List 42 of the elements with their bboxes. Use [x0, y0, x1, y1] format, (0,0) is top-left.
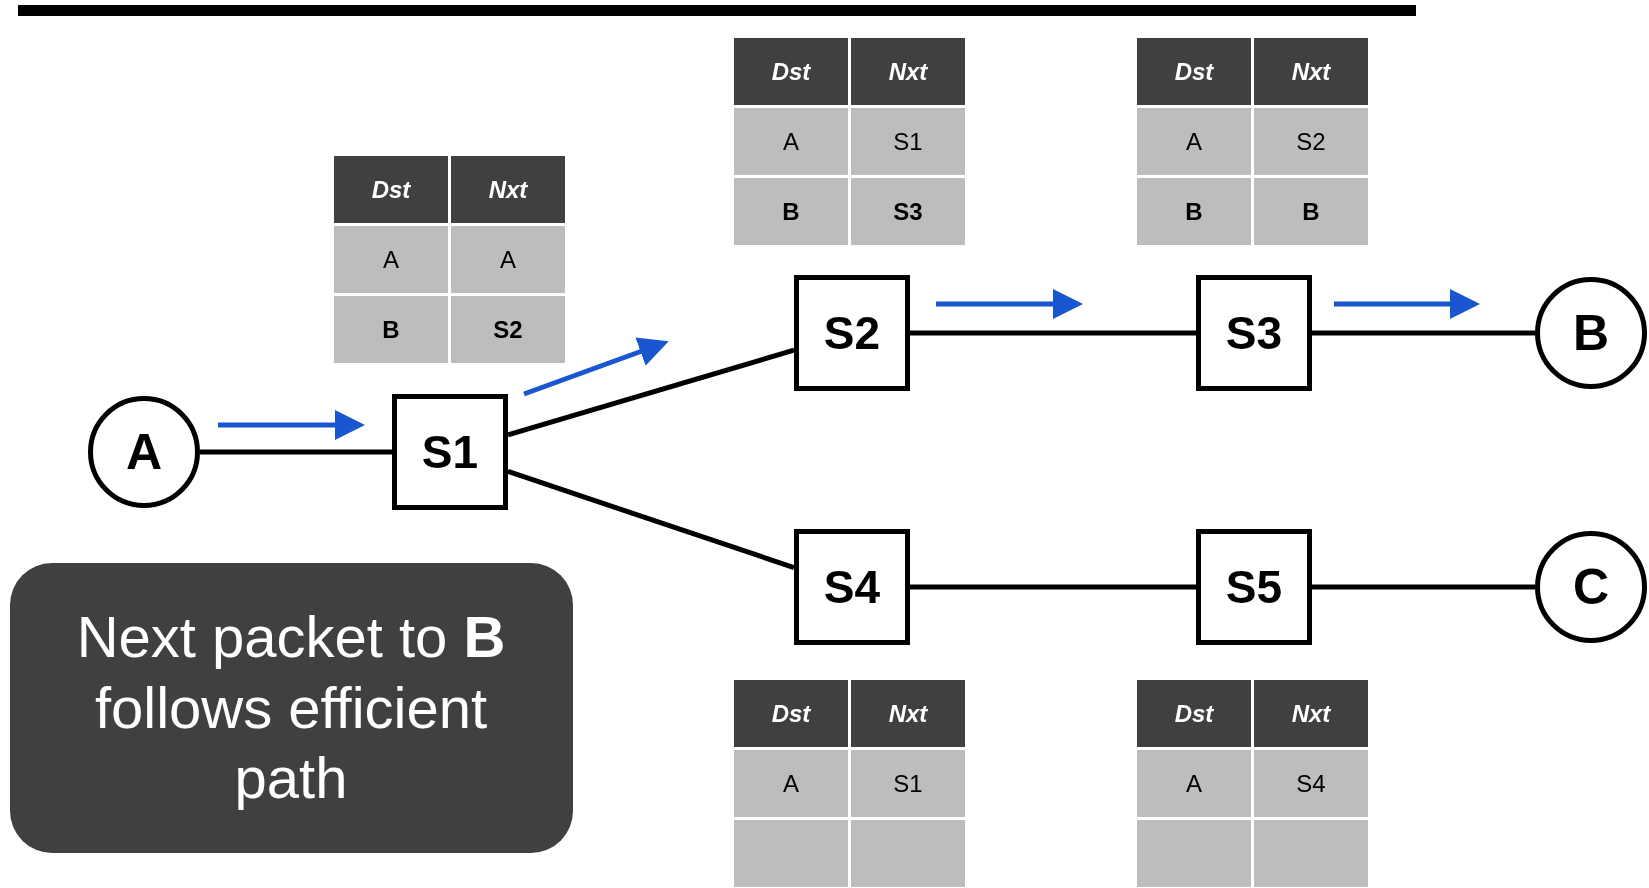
table-header-cell: Dst [1137, 38, 1251, 105]
host-circle: C [1535, 531, 1647, 643]
table-header-cell: Nxt [1254, 680, 1368, 747]
connector-line [507, 347, 795, 438]
switch-box: S5 [1196, 529, 1312, 645]
table-cell: S4 [1254, 750, 1368, 817]
table-cell: S1 [851, 108, 965, 175]
table-cell: B [1137, 178, 1251, 245]
table-cell: S2 [1254, 108, 1368, 175]
connector-line [1312, 330, 1535, 336]
table-cell: B [334, 296, 448, 363]
switch-box: S3 [1196, 275, 1312, 391]
host-circle: B [1535, 277, 1647, 389]
table-cell: S2 [451, 296, 565, 363]
switch-box: S4 [794, 529, 910, 645]
table-cell: A [1137, 108, 1251, 175]
connector-line [200, 449, 392, 455]
table-header-cell: Dst [334, 156, 448, 223]
connector-line [1312, 584, 1535, 590]
table-header-cell: Nxt [851, 38, 965, 105]
table-cell: A [734, 108, 848, 175]
table-header-cell: Dst [1137, 680, 1251, 747]
table-header-cell: Nxt [1254, 38, 1368, 105]
table-header-cell: Nxt [451, 156, 565, 223]
table-cell: A [451, 226, 565, 293]
connector-line [910, 584, 1196, 590]
note-panel: Next packet to B follows efficient path [9, 563, 573, 853]
switch-box: S2 [794, 275, 910, 391]
table-cell: B [734, 178, 848, 245]
table-cell: A [334, 226, 448, 293]
connector-line [910, 330, 1196, 336]
table-cell: S1 [851, 750, 965, 817]
connector-line [507, 469, 795, 570]
table-cell: A [734, 750, 848, 817]
switch-box: S1 [392, 394, 508, 510]
table-cell: S3 [851, 178, 965, 245]
table-cell: B [1254, 178, 1368, 245]
host-circle: A [88, 396, 200, 508]
table-header-cell: Dst [734, 680, 848, 747]
table-header-cell: Nxt [851, 680, 965, 747]
table-header-cell: Dst [734, 38, 848, 105]
table-cell: A [1137, 750, 1251, 817]
